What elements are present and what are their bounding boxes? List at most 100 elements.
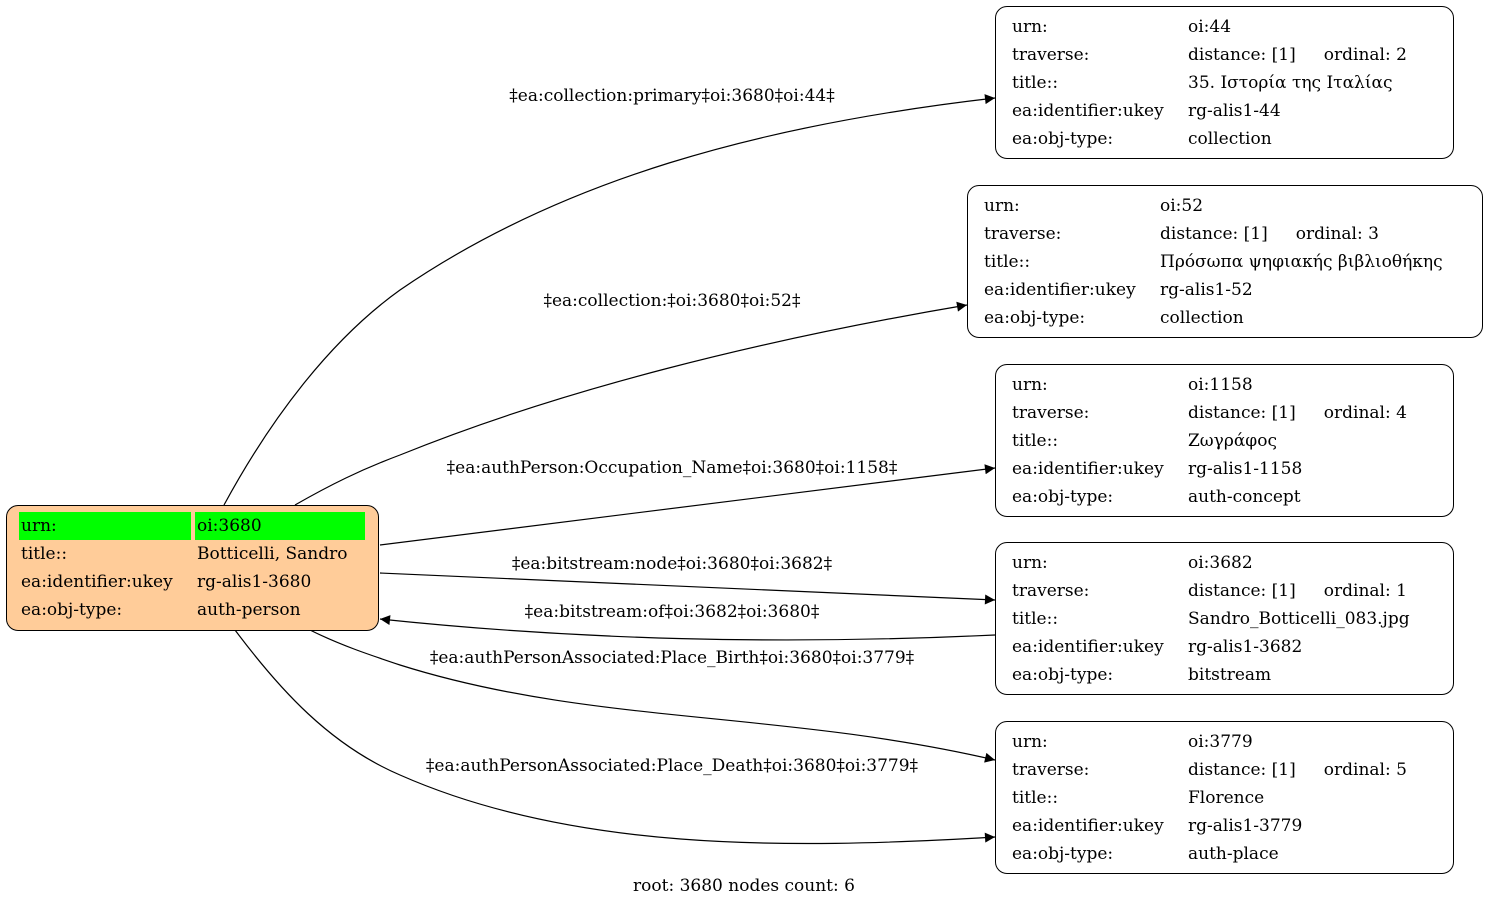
title-key: title:: [984, 252, 1031, 272]
type-value: auth-concept [1188, 487, 1301, 507]
root-type-value: auth-person [197, 600, 301, 620]
node-oi-44[interactable]: urn: oi:44 traverse: distance: [1] ordinal:… [995, 6, 1454, 159]
type-key: ea:obj-type: [1012, 487, 1114, 507]
edge-label-bitstream-node: ‡ea:bitstream:node‡oi:3680‡oi:3682‡ [512, 554, 833, 574]
node-traverse-row: traverse:distance: [1]ordinal: 1 [1010, 577, 1412, 605]
node-oi-3779[interactable]: urn: oi:3779 traverse: distance: [1] ordina… [995, 721, 1454, 874]
type-value: collection [1188, 129, 1272, 149]
node-urn-row: urn: oi:3682 [1010, 549, 1412, 577]
urn-key: urn: [1012, 732, 1048, 752]
ukey-value: rg-alis1-3682 [1188, 637, 1303, 657]
type-value: collection [1160, 308, 1244, 328]
urn-value: oi:1158 [1188, 375, 1253, 395]
title-key: title:: [1012, 431, 1059, 451]
ukey-value: rg-alis1-1158 [1188, 459, 1303, 479]
ukey-key: ea:identifier:ukey [984, 280, 1136, 300]
node-oi-3682[interactable]: urn:oi:3682 traverse:distance: [1]ordina… [995, 542, 1454, 695]
root-ukey-row: ea:identifier:ukey rg-alis1-3680 [19, 568, 365, 596]
type-key: ea:obj-type: [1012, 665, 1114, 685]
urn-value: oi:44 [1188, 17, 1232, 37]
edge-label-place-birth: ‡ea:authPersonAssociated:Place_Birth‡oi:… [430, 648, 915, 668]
ukey-value: rg-alis1-44 [1188, 101, 1281, 121]
traverse-key: traverse: [1012, 403, 1090, 423]
node-ukey-row: ea:identifier:ukey rg-alis1-44 [1010, 97, 1409, 125]
ukey-key: ea:identifier:ukey [1012, 459, 1164, 479]
distance-value: distance: [1] [1188, 760, 1296, 780]
traverse-key: traverse: [1012, 760, 1090, 780]
ukey-value: rg-alis1-3779 [1188, 816, 1303, 836]
node-type-row: ea:obj-type: auth-place [1010, 840, 1409, 868]
ukey-key: ea:identifier:ukey [1012, 637, 1164, 657]
urn-value: oi:3682 [1188, 553, 1253, 573]
distance-value: distance: [1] [1188, 45, 1296, 65]
root-urn-row: urn: oi:3680 [19, 512, 365, 540]
edge-collection [294, 301, 968, 506]
title-key: title:: [1012, 788, 1059, 808]
node-title-row: title::35. Ιστορία της Ιταλίας [1010, 69, 1409, 97]
traverse-key: traverse: [1012, 581, 1090, 601]
distance-value: distance: [1] [1160, 224, 1268, 244]
graph-footer: root: 3680 nodes count: 6 [633, 876, 855, 896]
root-title-key: title:: [21, 544, 68, 564]
title-key: title:: [1012, 609, 1059, 629]
node-oi-1158[interactable]: urn: oi:1158 traverse: distance: [1] ordina… [995, 364, 1454, 517]
node-type-row: ea:obj-type: bitstream [1010, 661, 1412, 689]
root-node[interactable]: urn: oi:3680 title:: Botticelli, Sandro … [6, 505, 379, 631]
edge-place-birth [309, 629, 996, 763]
root-urn-key: urn: [19, 512, 191, 540]
traverse-key: traverse: [1012, 45, 1090, 65]
node-ukey-row: ea:identifier:ukey rg-alis1-1158 [1010, 455, 1409, 483]
edge-occupation [379, 464, 996, 546]
ukey-key: ea:identifier:ukey [1012, 101, 1164, 121]
traverse-key: traverse: [984, 224, 1062, 244]
title-value: Ζωγράφος [1188, 431, 1277, 451]
urn-key: urn: [1012, 553, 1048, 573]
node-type-row: ea:obj-type: collection [1010, 125, 1409, 153]
type-key: ea:obj-type: [984, 308, 1086, 328]
urn-key: urn: [1012, 17, 1048, 37]
distance-value: distance: [1] [1188, 403, 1296, 423]
type-value: auth-place [1188, 844, 1279, 864]
type-key: ea:obj-type: [1012, 844, 1114, 864]
distance-value: distance: [1] [1188, 581, 1296, 601]
title-value: 35. Ιστορία της Ιταλίας [1188, 73, 1393, 93]
node-title-row: title::Ζωγράφος [1010, 427, 1409, 455]
edge-bitstream-node [379, 572, 996, 605]
urn-key: urn: [1012, 375, 1048, 395]
edge-place-death [234, 629, 996, 845]
root-title-value: Botticelli, Sandro [197, 544, 348, 564]
node-oi-52[interactable]: urn:oi:52 traverse: distance: [1] ordinal:… [967, 185, 1483, 338]
type-key: ea:obj-type: [1012, 129, 1114, 149]
node-urn-row: urn: oi:3779 [1010, 728, 1409, 756]
edge-label-occupation: ‡ea:authPerson:Occupation_Name‡oi:3680‡o… [447, 458, 898, 478]
root-ukey-value: rg-alis1-3680 [197, 572, 312, 592]
edge-collection-primary [223, 94, 996, 506]
urn-value: oi:52 [1160, 196, 1204, 216]
node-traverse-row: traverse: distance: [1] ordinal: 3 [982, 220, 1445, 248]
node-urn-row: urn: oi:1158 [1010, 371, 1409, 399]
node-title-row: title::Florence [1010, 784, 1409, 812]
node-urn-row: urn:oi:52 [982, 192, 1445, 220]
type-value: bitstream [1188, 665, 1272, 685]
node-traverse-row: traverse: distance: [1] ordinal: 4 [1010, 399, 1409, 427]
node-traverse-row: traverse: distance: [1] ordinal: 5 [1010, 756, 1409, 784]
edge-label-collection: ‡ea:collection:‡oi:3680‡oi:52‡ [543, 291, 801, 311]
urn-value: oi:3779 [1188, 732, 1253, 752]
ordinal-value: ordinal: 3 [1295, 224, 1379, 244]
ordinal-value: ordinal: 4 [1323, 403, 1407, 423]
title-value: Πρόσωπα ψηφιακής βιβλιοθήκης [1160, 252, 1443, 272]
edge-label-bitstream-of: ‡ea:bitstream:of‡oi:3682‡oi:3680‡ [525, 602, 820, 622]
node-traverse-row: traverse: distance: [1] ordinal: 2 [1010, 41, 1409, 69]
edge-label-place-death: ‡ea:authPersonAssociated:Place_Death‡oi:… [426, 756, 919, 776]
edge-label-collection-primary: ‡ea:collection:primary‡oi:3680‡oi:44‡ [509, 86, 835, 106]
node-title-row: title::Πρόσωπα ψηφιακής βιβλιοθήκης [982, 248, 1445, 276]
node-type-row: ea:obj-type: auth-concept [1010, 483, 1409, 511]
root-urn-value: oi:3680 [195, 512, 365, 540]
ordinal-value: ordinal: 5 [1323, 760, 1407, 780]
title-value: Florence [1188, 788, 1265, 808]
title-value: Sandro_Botticelli_083.jpg [1188, 609, 1410, 629]
root-title-row: title:: Botticelli, Sandro [19, 540, 365, 568]
ordinal-value: ordinal: 2 [1323, 45, 1407, 65]
